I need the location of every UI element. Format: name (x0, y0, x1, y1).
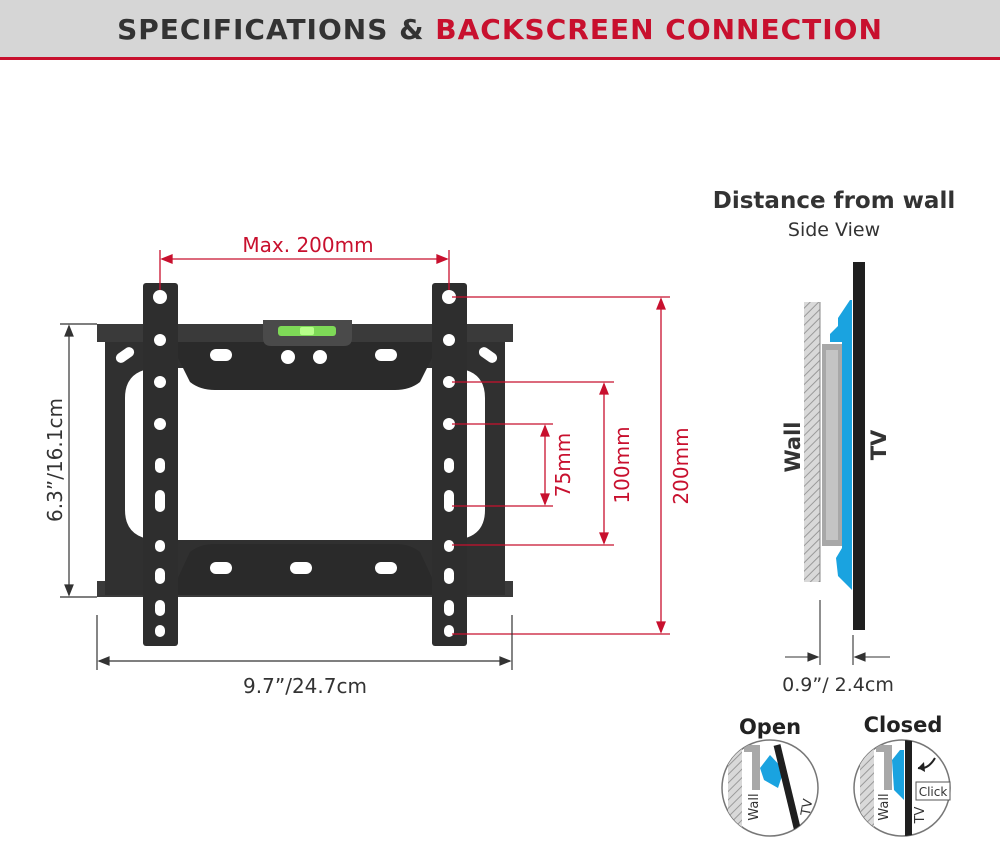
click-badge (915, 781, 951, 801)
side-view-title: Distance from wall (713, 188, 955, 214)
max-width-dimension (159, 250, 450, 290)
side-view-subtitle: Side View (788, 219, 880, 241)
side-wall-label: Wall (781, 422, 805, 473)
closed-wall-label: Wall (877, 793, 892, 820)
vesa-75-label: 75mm (551, 433, 575, 497)
bubble-level (263, 320, 352, 346)
vesa-75-dimension (452, 423, 553, 507)
closed-state-detail (853, 739, 951, 837)
height-dimension (60, 323, 97, 598)
tv-section (853, 262, 865, 630)
open-label: Open (739, 715, 801, 739)
header-banner: SPECIFICATIONS & BACKSCREEN CONNECTION (0, 0, 1000, 60)
wall-section (804, 302, 820, 582)
width-dimension (96, 615, 513, 670)
wall-mount-bracket (97, 283, 513, 646)
vesa-100-dimension (452, 381, 614, 546)
side-view-illustration (804, 262, 865, 630)
distance-dimension (785, 600, 890, 665)
page-title: SPECIFICATIONS & BACKSCREEN CONNECTION (117, 13, 883, 46)
distance-label: 0.9”/ 2.4cm (782, 674, 894, 696)
closed-click-label: Click (919, 785, 948, 799)
open-state-detail (721, 739, 819, 837)
height-label: 6.3”/16.1cm (43, 398, 67, 522)
open-tv-label: TV (799, 798, 817, 818)
open-wall-label: Wall (747, 793, 762, 820)
vesa-100-label: 100mm (610, 426, 634, 503)
vesa-200-dimension (452, 296, 670, 635)
vesa-200-label: 200mm (669, 427, 693, 504)
max-width-label: Max. 200mm (242, 233, 373, 257)
closed-tv-label: TV (913, 806, 928, 824)
width-label: 9.7”/24.7cm (243, 674, 367, 698)
side-tv-label: TV (867, 429, 891, 460)
closed-label: Closed (864, 713, 943, 737)
